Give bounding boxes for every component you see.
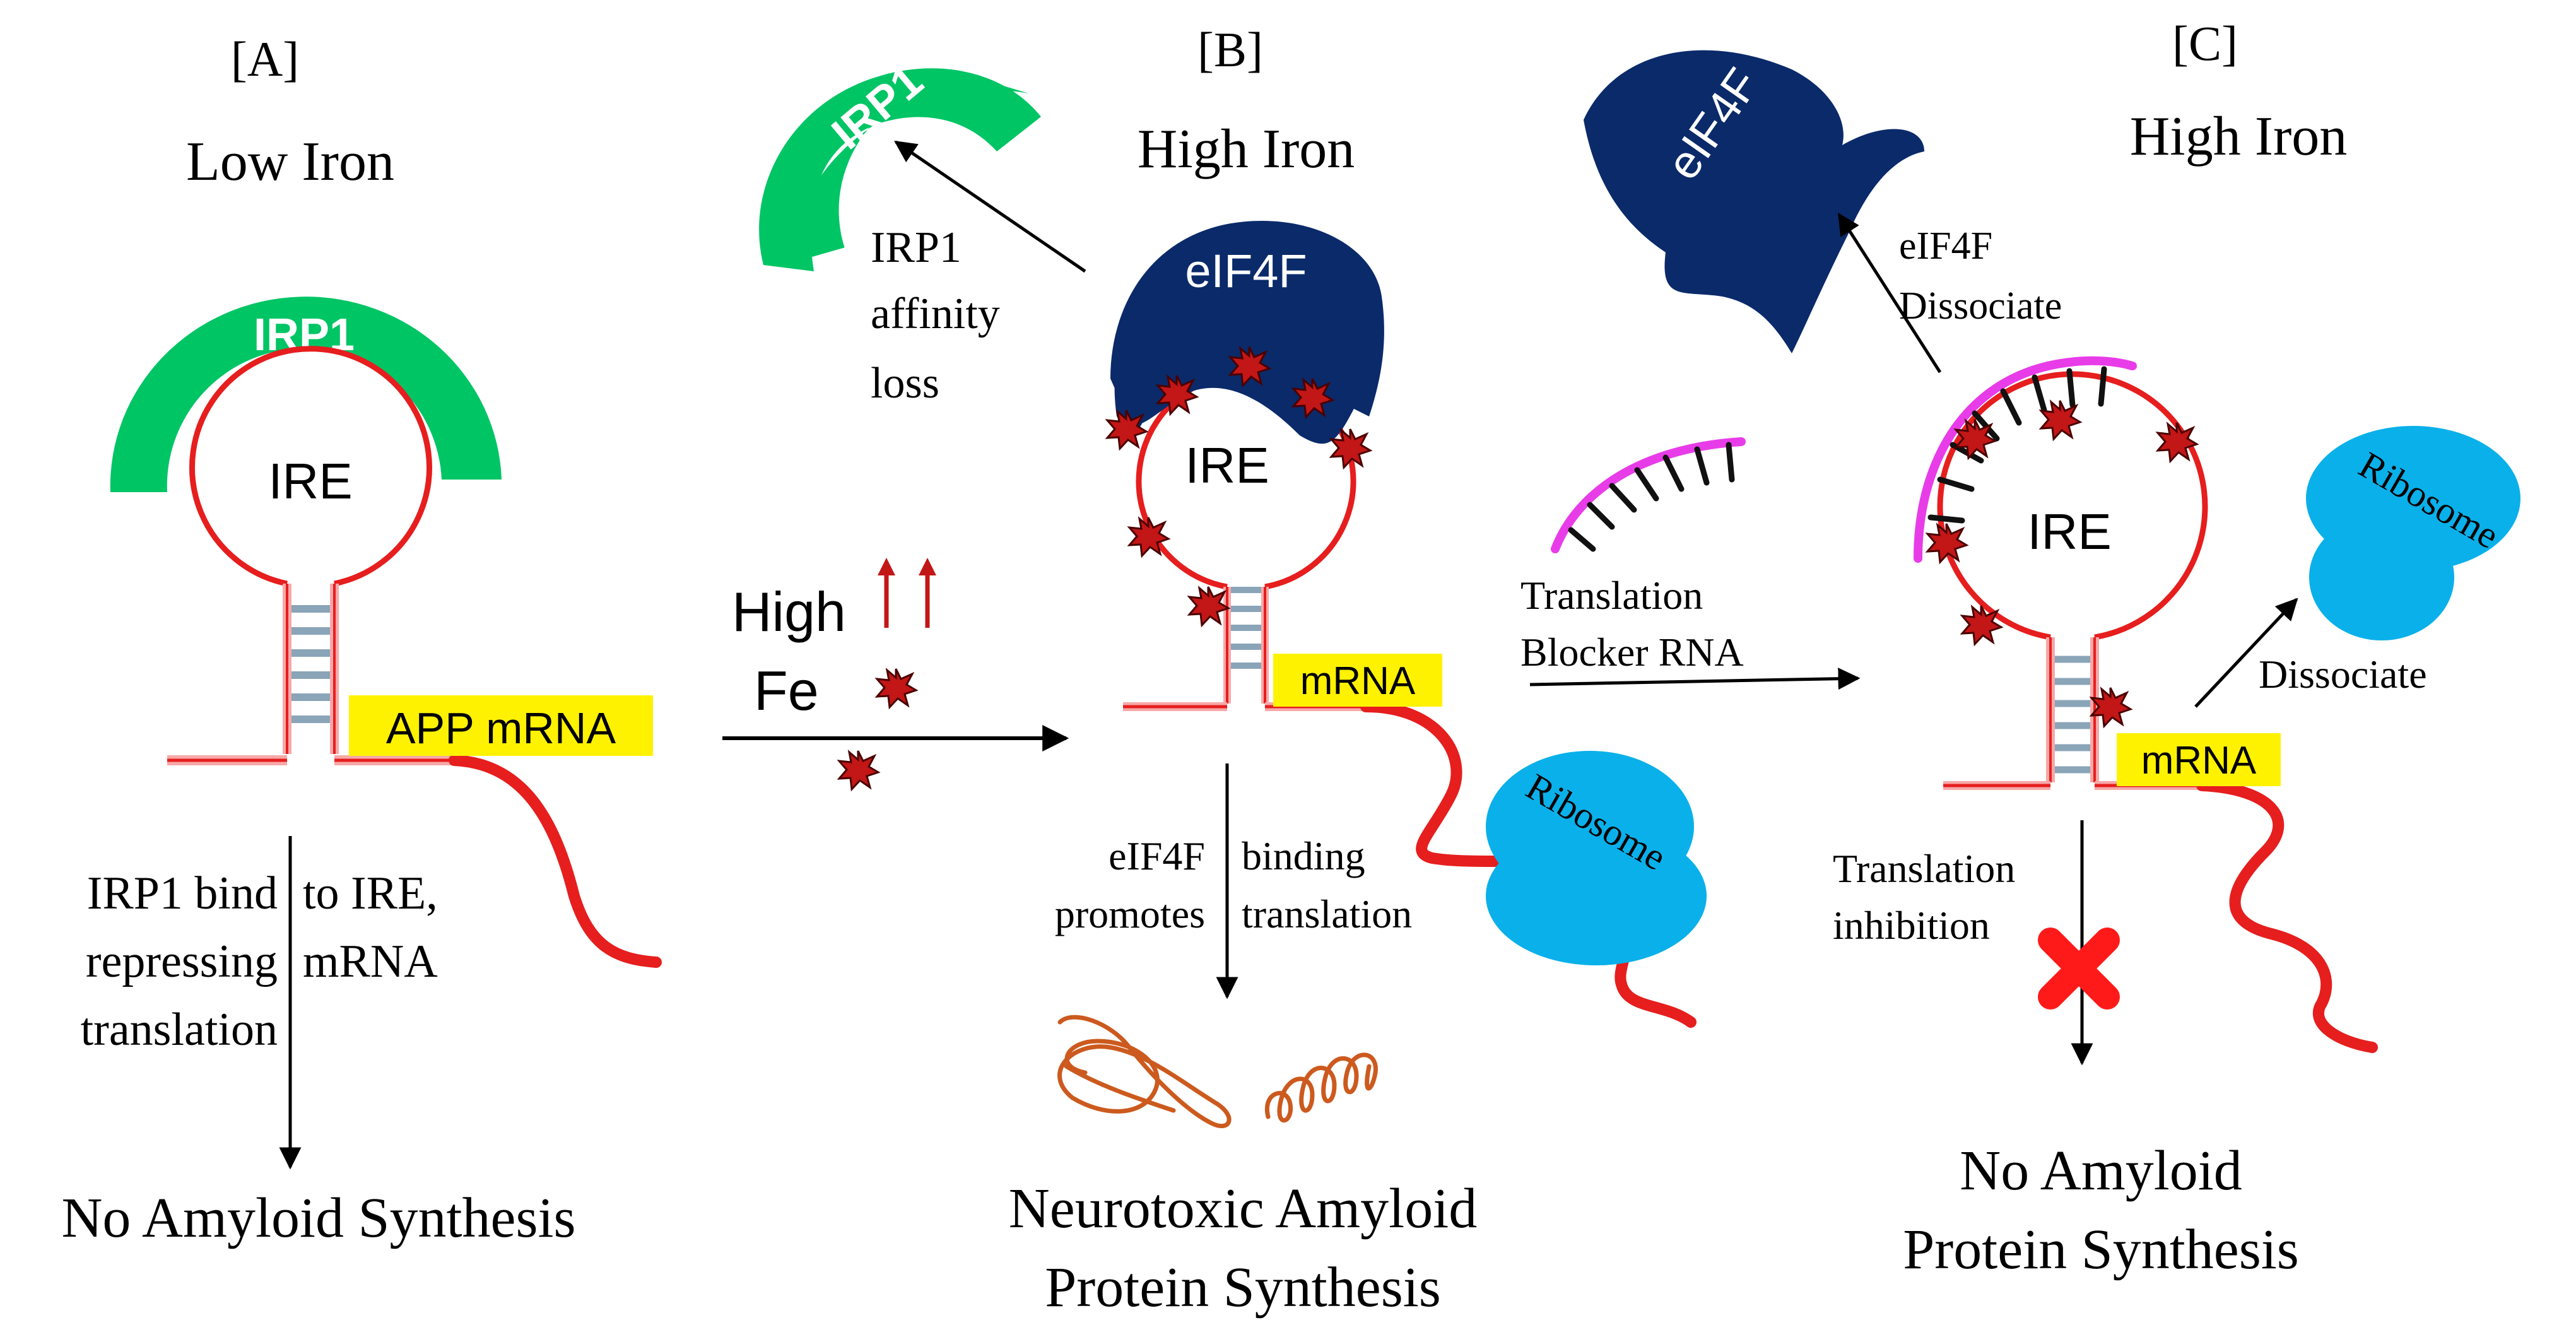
panel-b-mrna-highlight: [1273, 654, 1442, 707]
panel-c-mrna-label: mRNA: [2141, 739, 2257, 782]
irp1-release-arrow: [894, 140, 1086, 273]
panel-a-caption-right-1: to IRE,: [303, 868, 438, 919]
panel-c-inhibition-2: inhibition: [1833, 903, 1990, 948]
panel-b-result-1: Neurotoxic Amyloid: [1009, 1177, 1477, 1240]
ribosome-shape: [2306, 426, 2520, 640]
bound-blocker-rna: [1927, 366, 2107, 524]
ire-hairpin: [167, 346, 662, 968]
panel-b-caption-left-2: promotes: [1055, 892, 1205, 936]
eif4f-complex-shape: [1110, 221, 1384, 435]
high-label: High: [732, 580, 846, 643]
panel-b-condition: High Iron: [1138, 119, 1355, 180]
panel-b: [B] High Iron IRP1 IRP1 affinity loss: [759, 22, 1707, 1319]
panel-b-mrna-label: mRNA: [1300, 659, 1416, 703]
bound-blocker-rna: [1914, 356, 2137, 563]
iron-particle-icon: [2156, 421, 2198, 462]
panel-b-result-2: Protein Synthesis: [1045, 1256, 1441, 1319]
panel-b-ire-label: IRE: [1185, 437, 1269, 493]
panel-c-blocker-1: Translation: [1520, 573, 1703, 618]
panel-c-ribosome-caption: Dissociate: [2259, 652, 2427, 697]
iron-particle-icon: [1106, 409, 1148, 450]
ire-hairpin: [1937, 371, 2378, 1053]
irp1-protein-shape: [110, 297, 502, 492]
panel-a-caption-right-2: mRNA: [303, 936, 438, 987]
panel-a-mrna-highlight: [349, 695, 653, 756]
panel-b-tag: [B]: [1197, 22, 1263, 77]
panel-a-caption-left-3: translation: [81, 1004, 278, 1056]
amyloid-protein-icon: [1057, 1015, 1232, 1129]
ribosome-shape: [1486, 751, 1707, 965]
panel-b-caption-left-1: eIF4F: [1109, 833, 1205, 878]
iron-particle-icon: [2040, 399, 2081, 440]
fe-label: Fe: [754, 659, 819, 722]
eif4f-release-arrow: [1837, 213, 1942, 374]
amyloid-protein-icon: [1264, 1052, 1378, 1123]
panel-c-condition: High Iron: [2130, 106, 2348, 167]
blocker-rna-shape: [1551, 437, 1746, 553]
iron-particle-icon: [1961, 604, 2003, 645]
panel-a: [A] Low Iron IRP1 IRE APP mRNA: [61, 32, 662, 1249]
panel-c-dissociate-2: Dissociate: [1899, 285, 2062, 327]
ribosome-release-arrow: [2194, 598, 2298, 708]
panel-b-affinity-2: affinity: [871, 290, 1000, 338]
iron-particle-icon: [876, 668, 917, 709]
panel-c-mrna-highlight: [2117, 733, 2281, 786]
panel-c-inhibition-1: Translation: [1833, 846, 2015, 891]
panel-c-tag: [C]: [2172, 16, 2238, 71]
dissociated-eif4f-shape: [1584, 50, 1924, 353]
panel-b-caption-right-2: translation: [1242, 892, 1412, 936]
panel-a-caption-left-1: IRP1 bind: [87, 868, 278, 919]
panel-b-eif4f-label: eIF4F: [1185, 245, 1307, 297]
panel-a-caption-left-2: repressing: [86, 936, 278, 987]
iron-transition: High Fe: [722, 558, 1069, 791]
dissociated-irp1-shape: [759, 68, 1041, 271]
panel-a-tag: [A]: [231, 32, 299, 86]
panel-c-result-1: No Amyloid: [1960, 1140, 2242, 1202]
panel-a-ire-label: IRE: [268, 453, 352, 509]
panel-c-ire-label: IRE: [2027, 504, 2111, 560]
panel-b-affinity-3: loss: [871, 359, 939, 408]
panel-c-result-2: Protein Synthesis: [1903, 1218, 2299, 1281]
translation-block-x-icon: [2038, 928, 2120, 1010]
panel-a-result: No Amyloid Synthesis: [61, 1187, 575, 1249]
iron-particle-icon: [838, 750, 879, 791]
panel-b-affinity-1: IRP1: [871, 223, 962, 272]
panel-c: [C] High Iron eIF4F eIF4F Dissociate Tra…: [1520, 16, 2520, 1281]
panel-b-caption-right-1: binding: [1242, 833, 1365, 878]
panel-c-dissociate-1: eIF4F: [1899, 225, 1992, 268]
panel-a-condition: Low Iron: [186, 131, 394, 192]
iron-particle-icon: [1188, 586, 1230, 627]
panel-c-blocker-2: Blocker RNA: [1520, 630, 1744, 674]
blocker-arrow: [1529, 668, 1861, 690]
panel-a-mrna-label: APP mRNA: [386, 704, 616, 753]
